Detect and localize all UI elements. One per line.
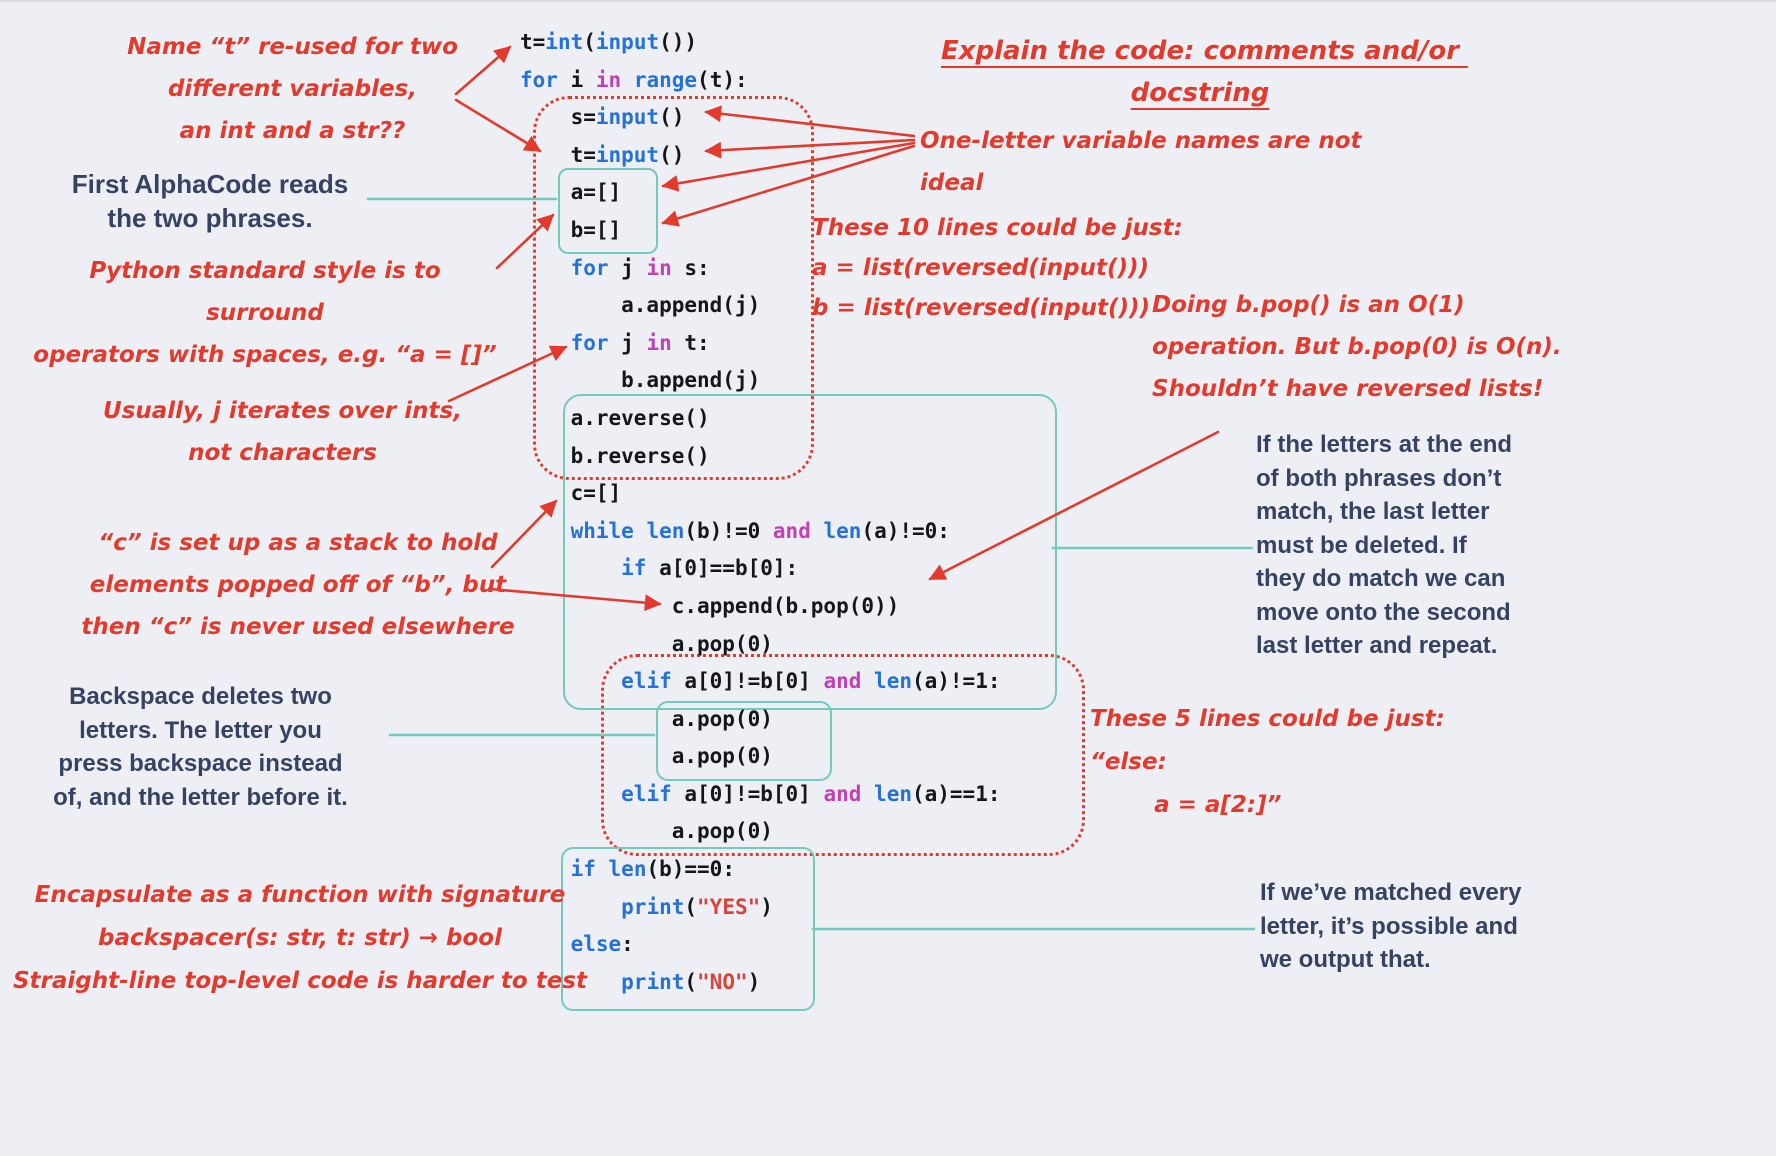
note-explain-code: Explain the code: comments and/or docstr… bbox=[940, 36, 1469, 108]
code-line: print("NO") bbox=[621, 969, 761, 994]
code-line: a.pop(0) bbox=[520, 744, 773, 769]
dotted-box-ten-lines bbox=[533, 96, 814, 480]
code-line: a.append(j) bbox=[520, 293, 761, 318]
highlight-box-double-pop bbox=[656, 701, 832, 781]
code-line: for j in s: bbox=[570, 255, 710, 280]
code-line: elif a[0]!=b[0] and len(a)!=1: bbox=[621, 669, 1001, 694]
code-line: a.reverse() bbox=[520, 405, 710, 430]
note-ten-lines: These 10 lines could be just: a = list(r… bbox=[812, 215, 1183, 321]
code-line: print("YES") bbox=[621, 894, 773, 919]
code-line: while len(b)!=0 and len(a)!=0: bbox=[570, 518, 950, 543]
code-line: c=[] bbox=[520, 481, 622, 506]
note-letters-end: If the letters at the end of both phrase… bbox=[1256, 431, 1513, 659]
code-line: elif a[0]!=b[0] and len(a)==1: bbox=[621, 781, 1001, 806]
code-line: if len(b)==0: bbox=[570, 857, 735, 882]
note-usually-j: Usually, j iterates over ints, not chara… bbox=[103, 398, 462, 466]
note-five-lines: These 5 lines could be just: “else: a = … bbox=[1090, 706, 1445, 818]
code-line: for j in t: bbox=[570, 330, 710, 355]
code-line: else: bbox=[570, 932, 634, 957]
note-first-reads: First AlphaCode reads the two phrases. bbox=[71, 169, 349, 233]
code-line: s=input() bbox=[520, 105, 685, 130]
code-line: a.pop(0) bbox=[520, 631, 773, 656]
code-line: a.pop(0) bbox=[520, 706, 773, 731]
note-encapsulate: Encapsulate as a function with signature… bbox=[12, 882, 588, 994]
code-line: if a[0]==b[0]: bbox=[621, 556, 799, 581]
code-line: t=int(input()) bbox=[520, 30, 698, 54]
note-one-letter: One-letter variable names are not ideal bbox=[920, 128, 1370, 196]
note-backspace: Backspace deletes two letters. The lette… bbox=[53, 683, 348, 811]
note-c-stack: “c” is set up as a stack to hold element… bbox=[81, 530, 515, 640]
code-block: t=int(input()) for i in range(t): s=input… bbox=[520, 24, 1001, 1001]
code-line: b.append(j) bbox=[520, 368, 761, 393]
code-line: for i in range(t): bbox=[520, 67, 748, 92]
note-reuse-t: Name “t” re-used for two different varia… bbox=[127, 34, 458, 144]
code-line: a.pop(0) bbox=[520, 819, 773, 844]
code-line: a=[] bbox=[520, 180, 622, 205]
code-line: b.reverse() bbox=[520, 443, 710, 468]
code-line: c.append(b.pop(0)) bbox=[520, 593, 900, 618]
code-line: t=input() bbox=[520, 142, 685, 167]
dotted-box-five-lines bbox=[601, 654, 1085, 856]
note-matched: If we’ve matched every letter, it’s poss… bbox=[1260, 879, 1522, 973]
code-line: b=[] bbox=[520, 217, 622, 242]
highlight-box-lists bbox=[558, 168, 658, 254]
note-python-style: Python standard style is to surround ope… bbox=[33, 258, 497, 368]
note-bpop: Doing b.pop() is an O(1) operation. But … bbox=[1152, 292, 1562, 402]
